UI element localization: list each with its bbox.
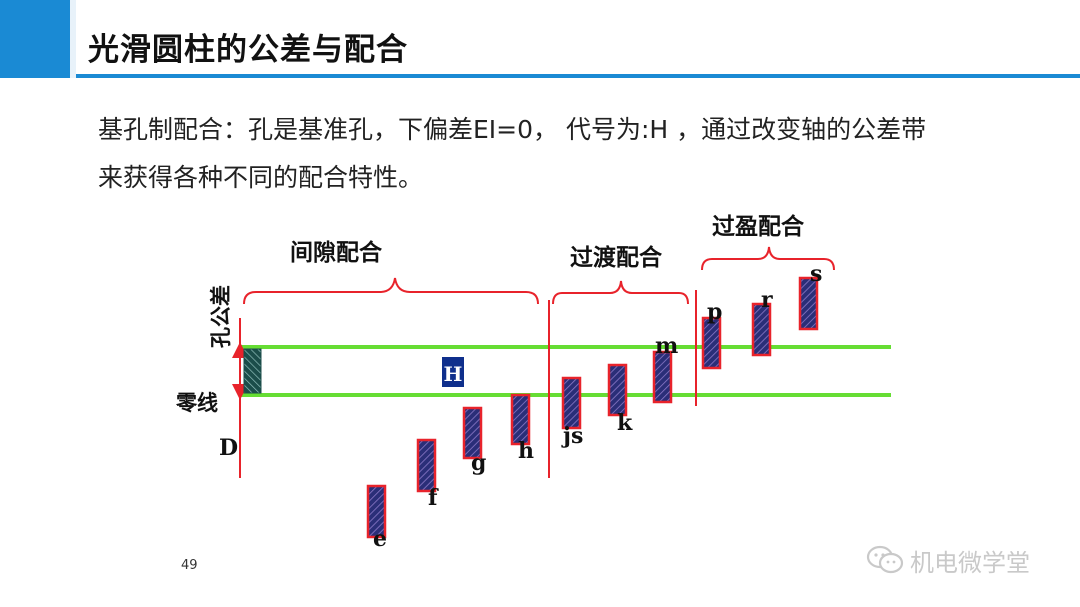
group-label-interference: 过盈配合	[712, 213, 805, 240]
shaft-bar-r	[751, 302, 772, 357]
shaft-bar-p	[701, 316, 722, 370]
intro-line-1: 基孔制配合：孔是基准孔，下偏差EI=0， 代号为:H ，通过改变轴的公差带	[98, 115, 927, 144]
hole-badge	[442, 357, 464, 387]
shaft-letter-p: p	[707, 299, 722, 325]
shaft-bar-s	[798, 276, 819, 331]
wechat-icon	[866, 545, 904, 574]
shaft-letter-h: h	[518, 438, 534, 464]
shaft-bar-js	[561, 376, 582, 430]
watermark-text: 机电微学堂	[910, 548, 1030, 577]
shaft-bar-f	[416, 438, 437, 493]
shaft-bar-k	[607, 363, 628, 417]
shaft-letter-k: k	[617, 410, 633, 436]
shaft-letter-r: r	[761, 287, 773, 313]
shaft-bar-e	[366, 484, 387, 539]
label-hole-tolerance: 孔公差	[209, 285, 233, 348]
label-D: D	[219, 435, 238, 461]
shaft-bar-h	[510, 393, 531, 446]
intro-paragraph: 基孔制配合：孔是基准孔，下偏差EI=0， 代号为:H ，通过改变轴的公差带 来获…	[98, 106, 998, 202]
shaft-letter-e: e	[373, 526, 387, 552]
label-zero-line: 零线	[175, 391, 218, 415]
title-accent-gap	[70, 0, 76, 78]
group-label-transition: 过渡配合	[570, 244, 663, 271]
brace-transition	[552, 280, 689, 305]
title-accent-block	[0, 0, 70, 78]
shaft-tolerance-bars	[366, 276, 819, 539]
brace-clearance	[243, 277, 539, 305]
title-bar: 光滑圆柱的公差与配合	[0, 0, 1080, 78]
shaft-letter-f: f	[428, 485, 439, 511]
brace-interference	[701, 246, 835, 271]
hole-badge-label: H	[444, 362, 463, 386]
watermark: 机电微学堂	[866, 540, 1030, 580]
intro-line-2: 来获得各种不同的配合特性。	[98, 163, 424, 192]
shaft-bar-m	[652, 350, 673, 404]
page-number: 49	[181, 558, 198, 573]
hole-tolerance-zone	[243, 348, 262, 394]
shaft-letter-js: js	[561, 423, 583, 449]
shaft-letter-m: m	[655, 333, 678, 359]
shaft-bar-g	[462, 406, 483, 460]
shaft-letter-s: s	[810, 261, 822, 287]
page-title: 光滑圆柱的公差与配合	[88, 32, 408, 68]
shaft-letter-g: g	[471, 450, 486, 476]
group-label-clearance: 间隙配合	[290, 239, 383, 266]
title-underline	[76, 74, 1080, 78]
